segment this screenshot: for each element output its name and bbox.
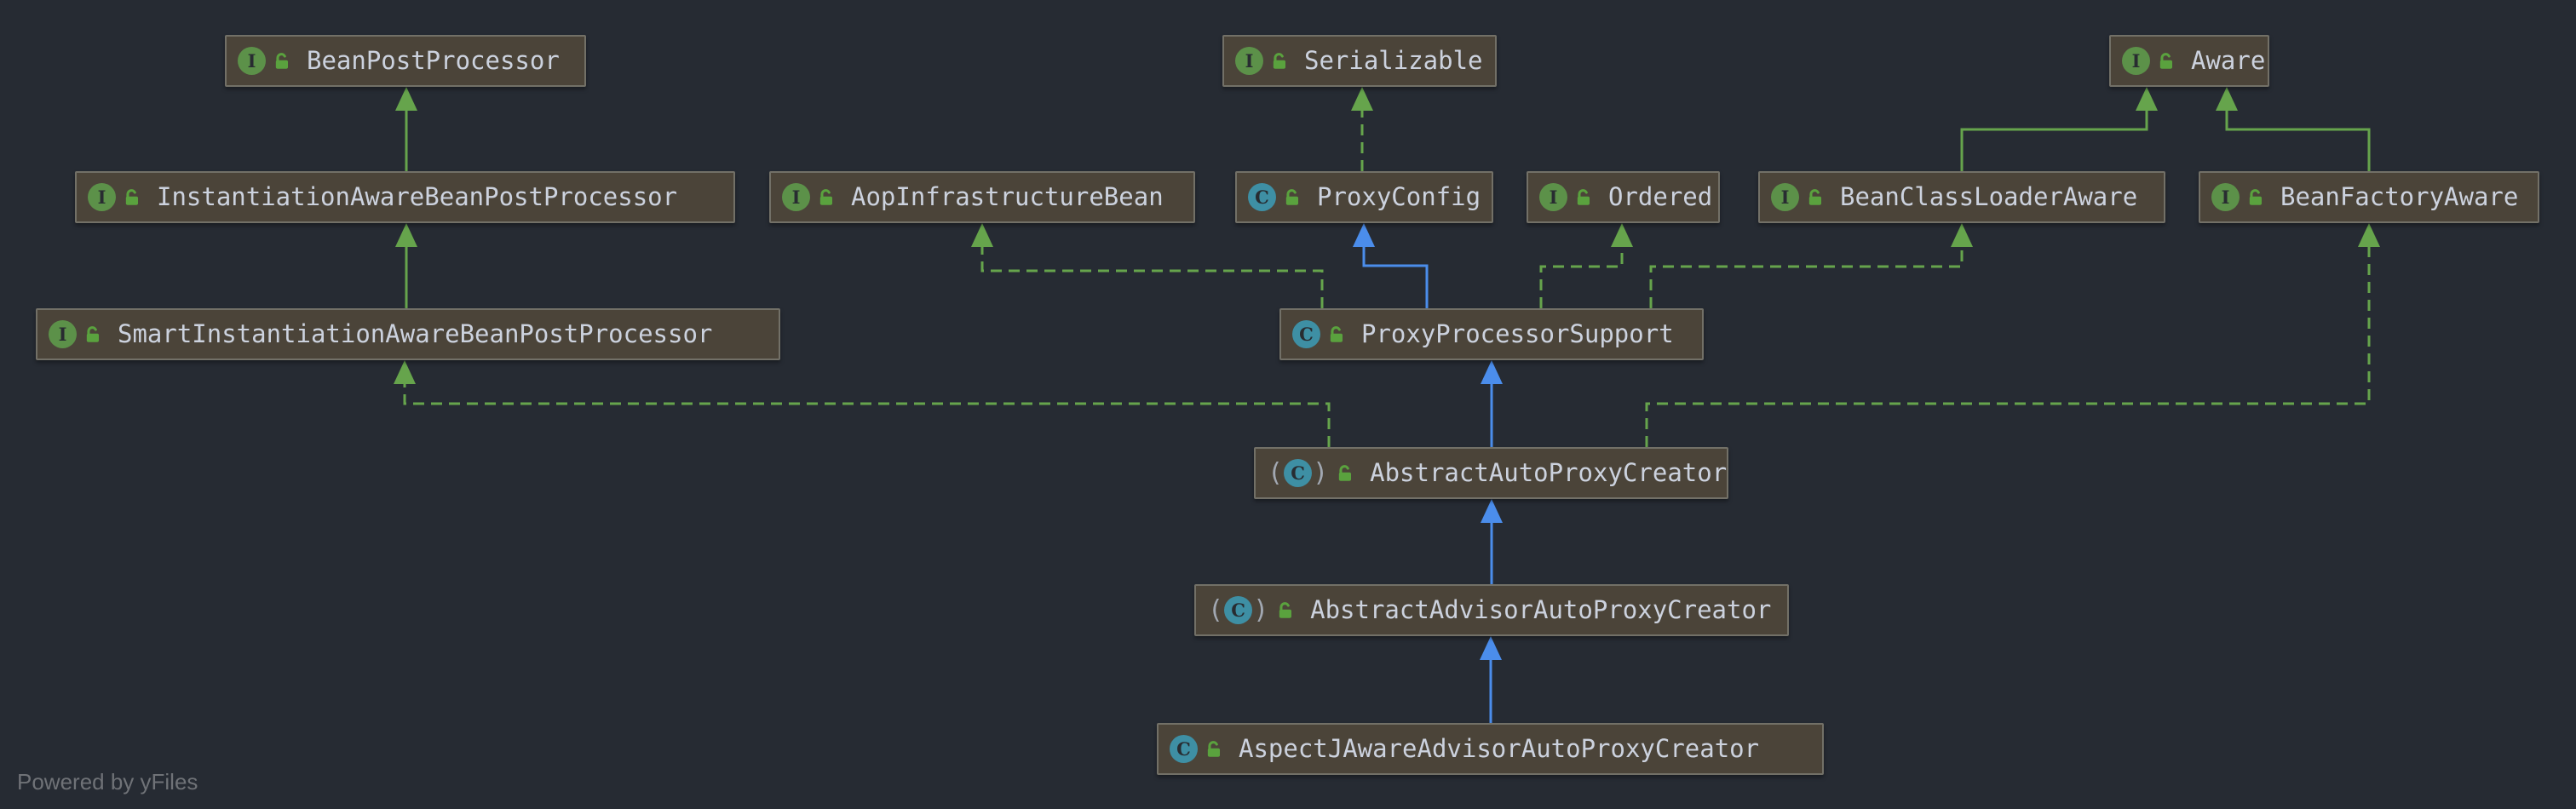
class-name-label: Ordered — [1608, 182, 1713, 211]
class-node-proxy-processor-support[interactable]: C ProxyProcessorSupport — [1279, 308, 1704, 360]
interface-icon: I — [1539, 183, 1567, 211]
class-name-label: SmartInstantiationAwareBeanPostProcessor — [118, 319, 713, 348]
class-name-label: Aware — [2191, 46, 2266, 75]
powered-by-yfiles-watermark: Powered by yFiles — [17, 769, 198, 795]
edge-arrowhead-icon — [1611, 223, 1633, 247]
class-name-label: AspectJAwareAdvisorAutoProxyCreator — [1239, 734, 1760, 763]
interface-icon: I — [2122, 47, 2150, 75]
abstract-paren-close: ) — [1313, 457, 1329, 488]
public-visibility-lock-icon — [1279, 602, 1292, 618]
edge-implements-proxy-processor-support-to-bean-class-loader-aware — [1649, 247, 1964, 308]
edge-arrowhead-icon — [1353, 223, 1375, 247]
class-name-label: AopInfrastructureBean — [851, 182, 1164, 211]
class-icon: C — [1170, 735, 1198, 763]
edge-extends-proxy-processor-support-to-proxy-config — [1362, 247, 1429, 308]
public-visibility-lock-icon — [1330, 326, 1343, 342]
edge-arrowhead-icon — [1480, 636, 1502, 660]
class-icon: C — [1292, 320, 1320, 348]
class-node-bean-class-loader-aware[interactable]: I BeanClassLoaderAware — [1758, 171, 2165, 223]
edge-extends-bean-factory-aware-to-aware — [2225, 111, 2371, 171]
abstract-paren-close: ) — [1253, 594, 1269, 625]
edge-arrowhead-icon — [395, 223, 417, 247]
class-node-proxy-config[interactable]: C ProxyConfig — [1235, 171, 1493, 223]
edge-arrowhead-icon — [1351, 87, 1373, 111]
interface-letter-badge: I — [49, 320, 77, 348]
interface-icon: I — [1235, 47, 1263, 75]
class-name-label: AbstractAutoProxyCreator — [1370, 458, 1728, 487]
abstract-class-icon: (C) — [1207, 596, 1269, 624]
edge-implements-abstract-auto-proxy-creator-to-bean-factory-aware — [1645, 247, 2371, 447]
class-node-serializable[interactable]: I Serializable — [1222, 35, 1497, 87]
class-node-aop-infrastructure-bean[interactable]: I AopInfrastructureBean — [769, 171, 1195, 223]
class-name-label: InstantiationAwareBeanPostProcessor — [157, 182, 678, 211]
class-node-abstract-auto-proxy-creator[interactable]: (C) AbstractAutoProxyCreator — [1254, 447, 1728, 499]
interface-icon: I — [782, 183, 810, 211]
public-visibility-lock-icon — [125, 189, 139, 205]
interface-letter-badge: I — [2211, 183, 2240, 211]
class-node-aspectj-aware-advisor-auto-proxy-creator[interactable]: C AspectJAwareAdvisorAutoProxyCreator — [1157, 723, 1824, 775]
interface-icon: I — [2211, 183, 2240, 211]
abstract-paren-open: ( — [1208, 594, 1224, 625]
edge-extends-bean-class-loader-aware-to-aware — [1960, 111, 2148, 171]
interface-letter-badge: I — [782, 183, 810, 211]
class-node-instantiation-aware-bean-post-processor[interactable]: I InstantiationAwareBeanPostProcessor — [75, 171, 735, 223]
class-node-ordered[interactable]: I Ordered — [1527, 171, 1720, 223]
interface-letter-badge: I — [238, 47, 266, 75]
public-visibility-lock-icon — [819, 189, 833, 205]
class-name-label: ProxyConfig — [1317, 182, 1481, 211]
interface-letter-badge: I — [1539, 183, 1567, 211]
class-letter-badge: C — [1248, 183, 1276, 211]
interface-letter-badge: I — [1771, 183, 1799, 211]
class-letter-badge: C — [1284, 459, 1313, 487]
edge-implements-proxy-processor-support-to-aop-infrastructure-bean — [980, 247, 1324, 308]
class-node-smart-instantiation-aware-bean-post-processor[interactable]: I SmartInstantiationAwareBeanPostProcesso… — [36, 308, 780, 360]
public-visibility-lock-icon — [2159, 53, 2173, 69]
interface-letter-badge: I — [1235, 47, 1263, 75]
interface-letter-badge: I — [2122, 47, 2150, 75]
edge-arrowhead-icon — [971, 223, 993, 247]
class-node-bean-factory-aware[interactable]: I BeanFactoryAware — [2199, 171, 2539, 223]
class-name-label: ProxyProcessorSupport — [1361, 319, 1674, 348]
edge-arrowhead-icon — [395, 87, 417, 111]
class-node-bean-post-processor[interactable]: I BeanPostProcessor — [225, 35, 586, 87]
edge-arrowhead-icon — [1481, 360, 1503, 384]
public-visibility-lock-icon — [1808, 189, 1822, 205]
interface-letter-badge: I — [88, 183, 116, 211]
class-name-label: BeanClassLoaderAware — [1840, 182, 2138, 211]
class-name-label: BeanFactoryAware — [2280, 182, 2519, 211]
public-visibility-lock-icon — [1207, 741, 1221, 757]
interface-icon: I — [238, 47, 266, 75]
edge-arrowhead-icon — [2216, 87, 2238, 111]
abstract-class-icon: (C) — [1267, 459, 1329, 487]
public-visibility-lock-icon — [1273, 53, 1286, 69]
edge-implements-abstract-auto-proxy-creator-to-smart-instantiation-aware-bean-post-processor — [403, 384, 1331, 447]
edge-implements-proxy-processor-support-to-ordered — [1539, 247, 1624, 308]
edge-arrowhead-icon — [1951, 223, 1973, 247]
interface-icon: I — [88, 183, 116, 211]
public-visibility-lock-icon — [2249, 189, 2263, 205]
public-visibility-lock-icon — [275, 53, 289, 69]
edge-arrowhead-icon — [1481, 499, 1503, 523]
class-letter-badge: C — [1170, 735, 1198, 763]
interface-icon: I — [1771, 183, 1799, 211]
class-name-label: AbstractAdvisorAutoProxyCreator — [1310, 595, 1772, 624]
class-icon: C — [1248, 183, 1276, 211]
class-letter-badge: C — [1224, 596, 1253, 624]
edge-arrowhead-icon — [394, 360, 416, 384]
class-node-abstract-advisor-auto-proxy-creator[interactable]: (C) AbstractAdvisorAutoProxyCreator — [1194, 584, 1789, 636]
class-name-label: BeanPostProcessor — [307, 46, 560, 75]
public-visibility-lock-icon — [1577, 189, 1590, 205]
abstract-paren-open: ( — [1268, 457, 1284, 488]
public-visibility-lock-icon — [1338, 465, 1352, 481]
class-node-aware[interactable]: I Aware — [2109, 35, 2269, 87]
class-letter-badge: C — [1292, 320, 1320, 348]
public-visibility-lock-icon — [1285, 189, 1299, 205]
class-name-label: Serializable — [1304, 46, 1483, 75]
interface-icon: I — [49, 320, 77, 348]
edge-arrowhead-icon — [2358, 223, 2380, 247]
edge-arrowhead-icon — [2136, 87, 2158, 111]
public-visibility-lock-icon — [86, 326, 100, 342]
